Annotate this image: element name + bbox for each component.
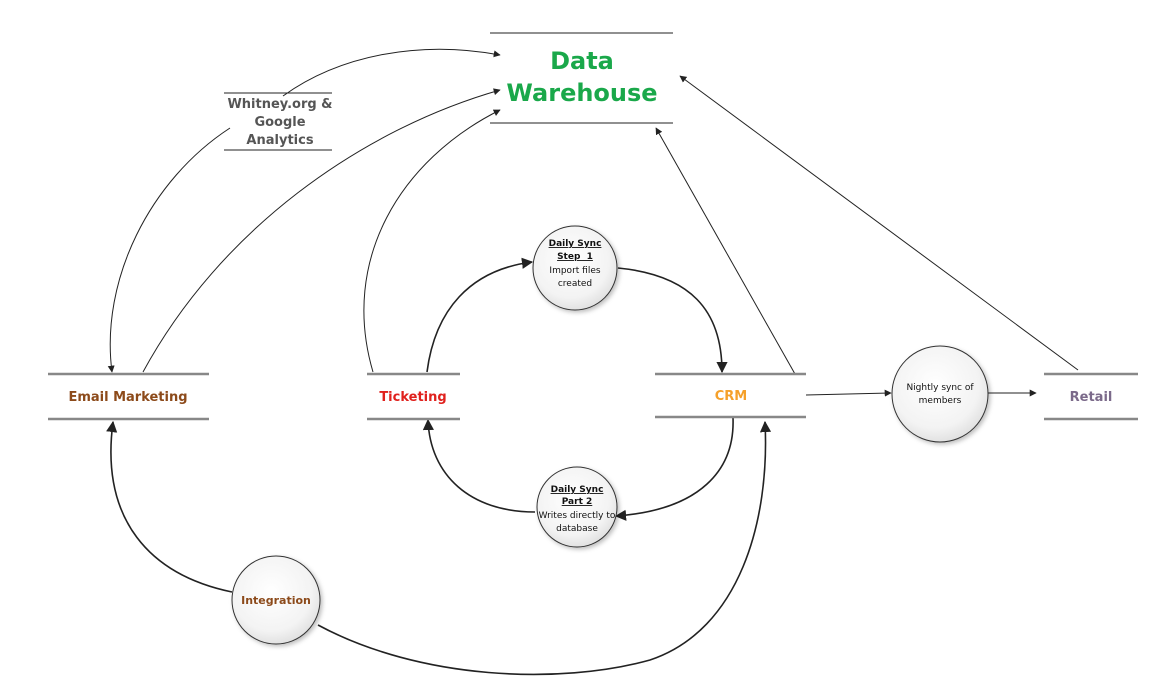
sync1-desc-line1: Import files <box>549 266 600 276</box>
sync1-title-line2: Step 1 <box>557 252 593 262</box>
flow-email-to-warehouse <box>142 88 501 373</box>
flow-crm-to-warehouse <box>655 127 796 375</box>
flow-crm-to-sync2 <box>614 417 734 521</box>
flow-integration-to-crm <box>317 420 772 676</box>
email-marketing-label: Email Marketing <box>68 390 187 405</box>
sync2-desc-line2: database <box>556 524 598 534</box>
sync2-desc-line1: Writes directly to <box>539 511 616 521</box>
integration-label: Integration <box>241 594 311 607</box>
analytics-label-line1: Whitney.org & <box>227 97 332 112</box>
warehouse-label-line2: Warehouse <box>506 79 657 107</box>
flow-ticketing-to-sync1 <box>426 257 534 373</box>
nightly-desc-line1: Nightly sync of <box>906 383 974 393</box>
flow-crm-to-nightly <box>805 389 892 397</box>
store-retail: Retail <box>1044 372 1138 421</box>
ticketing-label: Ticketing <box>379 390 446 405</box>
sync2-title-line2: Part 2 <box>562 497 593 507</box>
crm-label: CRM <box>715 389 748 404</box>
store-email-marketing: Email Marketing <box>48 372 209 421</box>
nightly-desc-line2: members <box>919 396 962 406</box>
sync1-title-line1: Daily Sync <box>549 239 602 249</box>
flow-sync1-to-crm <box>617 267 728 374</box>
store-data-warehouse: Data Warehouse <box>490 32 673 124</box>
warehouse-label-line1: Data <box>550 47 614 75</box>
process-daily-sync-part-2: Daily Sync Part 2 Writes directly to dat… <box>536 466 618 548</box>
retail-label: Retail <box>1070 390 1113 405</box>
flow-sync2-to-ticketing <box>422 418 536 513</box>
store-crm: CRM <box>655 372 806 419</box>
flow-analytics-to-email <box>107 127 231 373</box>
process-daily-sync-step-1: Daily Sync Step 1 Import files created <box>532 225 618 311</box>
analytics-label-line3: Analytics <box>246 133 313 148</box>
flow-retail-to-warehouse <box>679 75 1079 371</box>
store-ticketing: Ticketing <box>367 372 460 421</box>
process-nightly-sync: Nightly sync of members <box>891 345 989 443</box>
flow-analytics-to-warehouse <box>282 48 501 97</box>
flow-integration-to-email <box>106 420 233 593</box>
process-integration: Integration <box>231 555 321 645</box>
flow-ticketing-to-warehouse <box>363 109 501 373</box>
store-analytics: Whitney.org & Google Analytics <box>224 92 333 151</box>
sync2-title-line1: Daily Sync <box>551 485 604 495</box>
analytics-label-line2: Google <box>254 115 305 130</box>
sync1-desc-line2: created <box>558 279 592 289</box>
